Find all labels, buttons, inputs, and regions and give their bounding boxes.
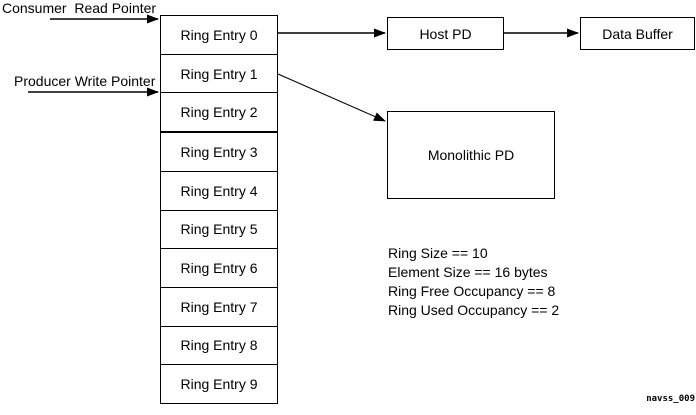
ring-entry-4: Ring Entry 4 xyxy=(161,170,277,210)
ring-entry-9: Ring Entry 9 xyxy=(161,364,277,403)
stats-line: Ring Size == 10 xyxy=(388,245,488,261)
monolithic-pd-box: Monolithic PD xyxy=(387,111,555,199)
data-buffer-box: Data Buffer xyxy=(580,17,695,50)
ring-entry-2: Ring Entry 2 xyxy=(161,92,277,131)
host-pd-label: Host PD xyxy=(419,25,472,42)
producer-write-pointer-label: Producer Write Pointer xyxy=(14,73,156,89)
figure-id-watermark: navss_009 xyxy=(646,394,695,404)
ring-entry-8: Ring Entry 8 xyxy=(161,325,277,365)
stats-line: Ring Used Occupancy == 2 xyxy=(388,302,560,318)
host-pd-box: Host PD xyxy=(387,17,504,50)
entry1-to-monolithic-pd-arrow xyxy=(277,73,386,122)
data-buffer-label: Data Buffer xyxy=(602,25,673,42)
ring-entry-0: Ring Entry 0 xyxy=(180,26,258,43)
ring-entry-7: Ring Entry 7 xyxy=(161,286,277,326)
monolithic-pd-label: Monolithic PD xyxy=(427,147,515,163)
consumer-read-pointer-label: Consumer Read Pointer xyxy=(2,0,157,16)
ring-entry-1: Ring Entry 1 xyxy=(161,53,277,93)
stats-line: Ring Free Occupancy == 8 xyxy=(388,283,556,299)
ring-entry-3: Ring Entry 3 xyxy=(161,131,277,171)
ring-entry-5: Ring Entry 5 xyxy=(161,209,277,249)
ring-entry-6: Ring Entry 6 xyxy=(161,248,277,287)
stats-line: Element Size == 16 bytes xyxy=(388,264,548,280)
